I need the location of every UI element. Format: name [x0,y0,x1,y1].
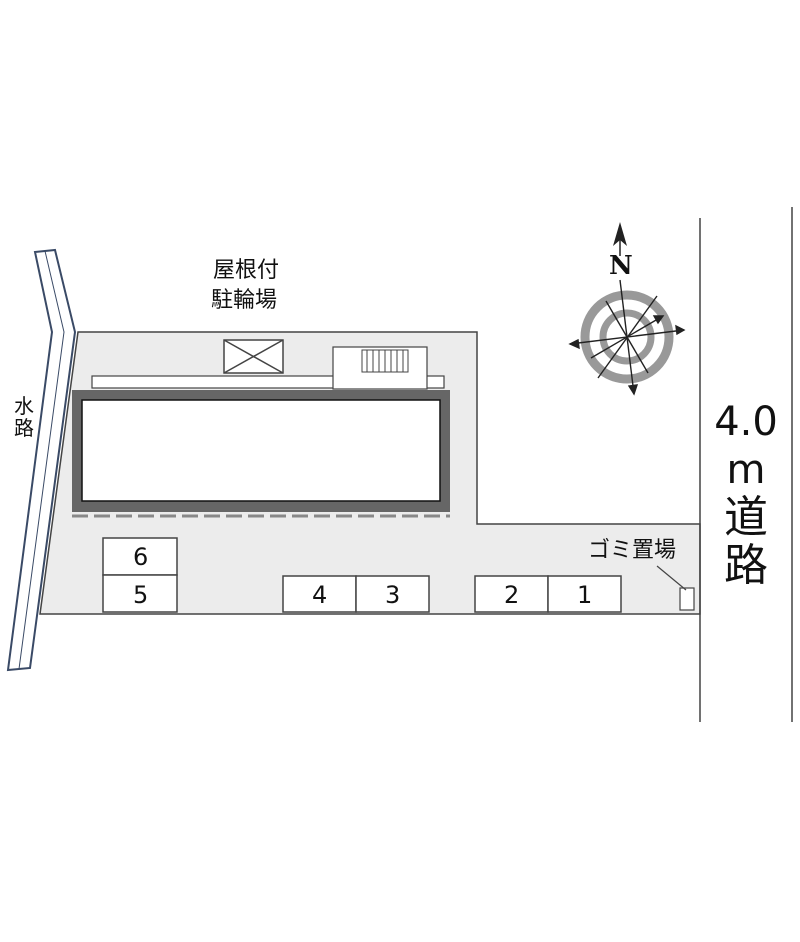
parking-space-1 [547,575,622,613]
canal-label: 水 路 [14,395,34,439]
parking-number-3: 3 [385,581,401,609]
parking-number-6: 6 [133,543,149,571]
bicycle-parking-label-line2: 駐輪場 [211,288,278,313]
garbage-label: ゴミ置場 [588,538,677,563]
parking-number-1: 1 [577,581,593,609]
canal-label-char: 水 [14,394,34,418]
staircase-icon [361,349,409,373]
canal-label-char: 路 [14,416,34,440]
bicycle-parking-label-line1: 屋根付 [213,258,280,283]
road-label: 4.0 m 道 路 [706,398,786,590]
parking-number-4: 4 [312,581,328,609]
building [72,390,450,518]
road-label-char: 道 [724,492,768,543]
garbage-area [656,565,695,611]
parking-spaces [102,537,622,613]
parking-number-5: 5 [133,581,149,609]
bicycle-parking-icon [223,339,284,374]
parking-number-2: 2 [504,581,520,609]
parking-space-3 [355,575,430,613]
compass-north-label: N [609,251,633,281]
parking-space-6 [102,537,178,576]
road-unit-label: m [726,447,766,493]
compass-rose-icon [568,222,686,396]
garbage-box [679,587,695,611]
canal [6,248,77,672]
parking-space-5 [102,574,178,613]
garbage-leader-line [656,565,687,591]
road-label-char: 路 [724,540,768,591]
road-width-label: 4.0 [714,399,778,445]
